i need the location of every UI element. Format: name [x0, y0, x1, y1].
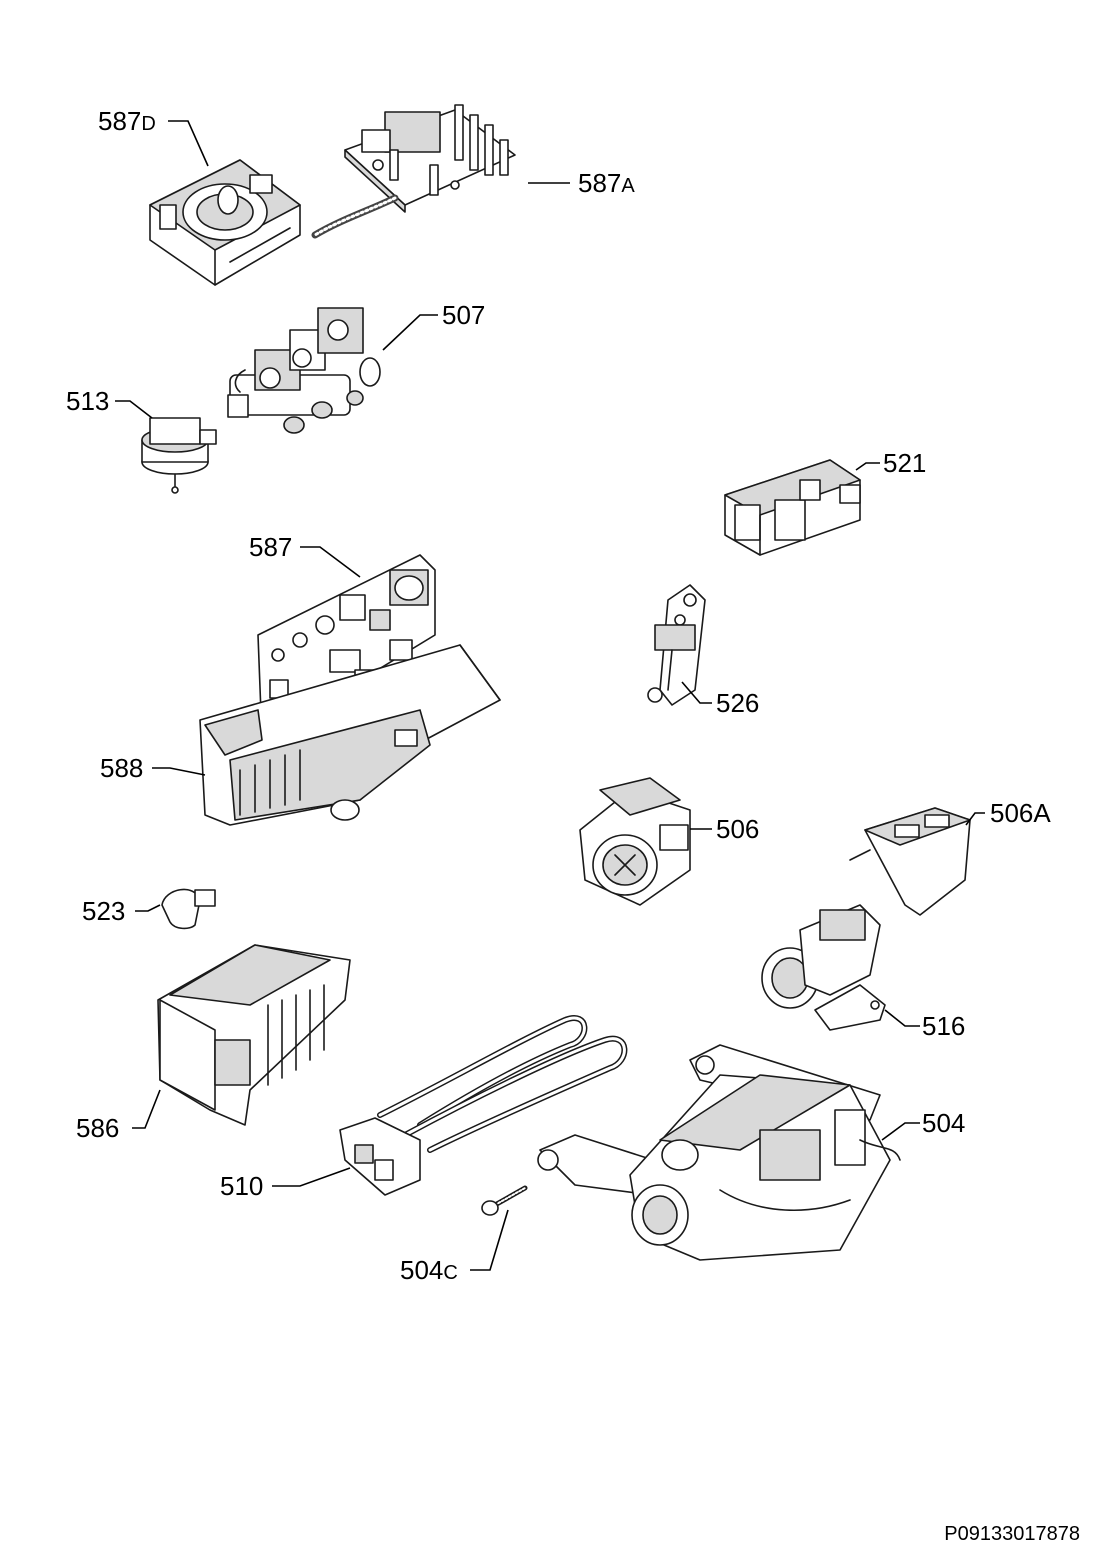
label-504c: 504C	[400, 1255, 458, 1285]
label-513: 513	[66, 386, 109, 416]
part-labels: 587D 587A 507 513 521 587 526 588 506 50…	[66, 106, 1051, 1285]
part-510-heater-element	[339, 1015, 628, 1196]
label-516: 516	[922, 1011, 965, 1041]
part-586-housing	[157, 944, 351, 1126]
part-587d-selector-frame	[149, 159, 301, 286]
label-506: 506	[716, 814, 759, 844]
part-506-drain-pump	[579, 777, 691, 906]
part-504-motor	[537, 1044, 901, 1261]
part-507-inlet-valve	[227, 307, 381, 434]
leader-lines	[115, 120, 985, 1271]
label-586: 586	[76, 1113, 119, 1143]
label-588: 588	[100, 753, 143, 783]
label-506a: 506A	[990, 798, 1051, 828]
label-504: 504	[922, 1108, 965, 1138]
label-507: 507	[442, 300, 485, 330]
label-587d: 587D	[98, 106, 156, 136]
part-516-circulation-pump	[761, 904, 886, 1031]
label-587: 587	[249, 532, 292, 562]
part-526-bracket	[647, 584, 706, 706]
label-587a: 587A	[578, 168, 635, 198]
part-521-door-lock	[724, 459, 861, 556]
label-521: 521	[883, 448, 926, 478]
part-513-pressure-switch	[141, 417, 217, 494]
document-number: P09133017878	[944, 1523, 1080, 1545]
label-523: 523	[82, 896, 125, 926]
part-588-pcb-housing	[199, 644, 501, 826]
part-587a-display-board	[311, 104, 516, 239]
label-510: 510	[220, 1171, 263, 1201]
part-523-clip	[161, 888, 216, 930]
part-506a-pump-cover	[849, 807, 971, 916]
part-504c-screw	[481, 1185, 528, 1216]
label-526: 526	[716, 688, 759, 718]
